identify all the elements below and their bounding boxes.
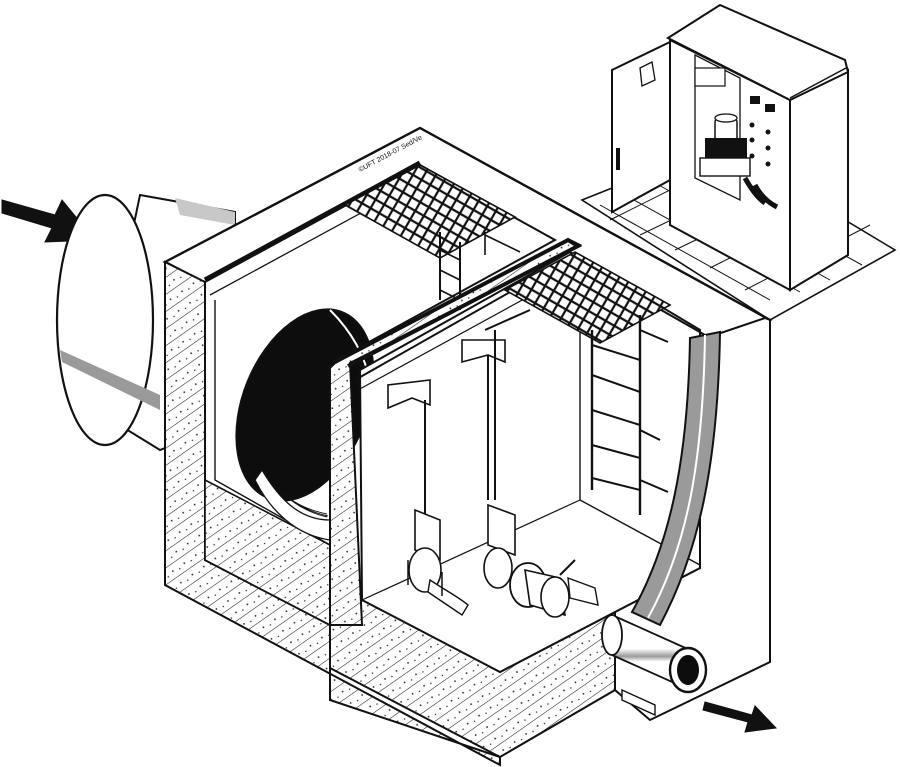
hydraulic-power-unit — [699, 113, 751, 177]
check-valve — [509, 559, 599, 618]
dry-well-ladder — [590, 315, 669, 515]
control-cabinet — [611, 3, 850, 292]
dry-well-grating — [503, 251, 672, 344]
wet-well-grating — [343, 164, 517, 259]
knife-gate-valve-right — [483, 503, 516, 589]
outlet-pipe — [601, 613, 708, 717]
wet-well-ladder — [439, 232, 521, 310]
knife-gate-valve-left — [407, 508, 469, 616]
outflow-arrow — [702, 701, 778, 733]
rising-main-pipe — [630, 330, 722, 627]
cabinet-door — [611, 40, 671, 214]
stem-guide-brackets — [387, 309, 531, 520]
cabinet-indicator-lights — [749, 96, 775, 167]
